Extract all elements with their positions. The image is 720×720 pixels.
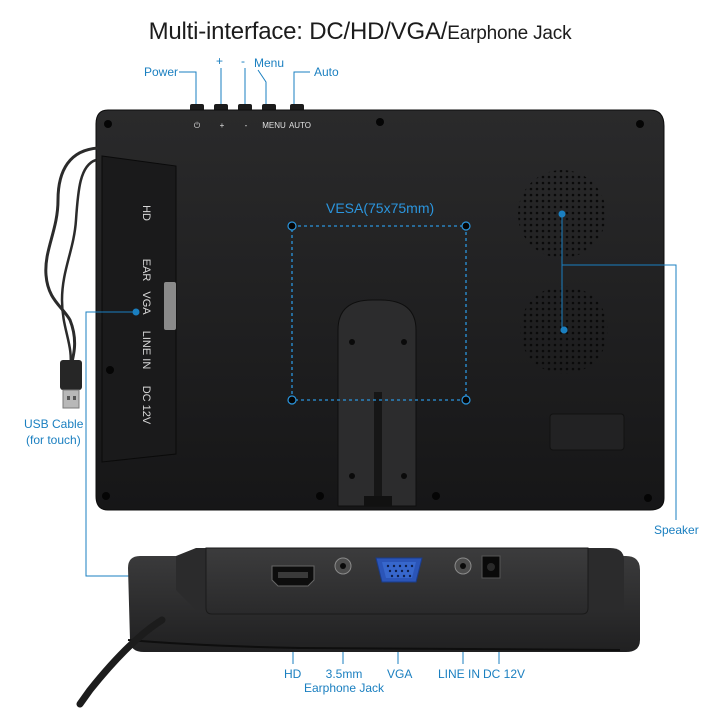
callout-vga: VGA <box>387 667 413 681</box>
usb-plug-icon <box>60 360 82 409</box>
plus-mark: + <box>220 121 225 130</box>
callout-earphone-line2: Earphone Jack <box>303 681 385 695</box>
callout-menu: Menu <box>254 56 285 70</box>
callout-power: Power <box>144 65 179 79</box>
hdmi-port-icon <box>271 565 315 587</box>
callout-usb-line1: USB Cable <box>24 417 84 431</box>
callout-speaker: Speaker <box>654 523 699 537</box>
menu-mark: MENU <box>262 121 286 130</box>
vga-side-port <box>164 282 176 330</box>
callout-usb-line2: (for touch) <box>26 433 81 447</box>
side-label-dc: DC 12V <box>140 386 152 425</box>
stand-slot <box>374 392 382 496</box>
audio-jack-icon <box>454 557 472 575</box>
power-icon: ⏻ <box>194 121 201 130</box>
dc-jack-icon <box>481 555 501 579</box>
port-closeup <box>76 547 640 708</box>
usb-cable <box>44 146 99 371</box>
power-cable <box>76 616 166 708</box>
side-label-ear: EAR <box>140 259 152 282</box>
vesa-outline <box>291 225 467 401</box>
callout-line-in: LINE IN <box>438 667 481 681</box>
side-label-line-in: LINE IN <box>140 331 152 370</box>
callout-hd: HD <box>284 667 302 681</box>
usb-cable-loop <box>60 158 97 371</box>
side-panel-labels: HD EAR VGA LINE IN DC 12V <box>140 205 152 425</box>
label-recess <box>549 413 625 451</box>
callout-vesa: VESA(75x75mm) <box>326 200 435 216</box>
side-label-vga: VGA <box>140 291 152 315</box>
title-suffix: Earphone Jack <box>447 23 572 44</box>
minus-mark: - <box>245 121 248 130</box>
side-label-hd: HD <box>140 205 152 221</box>
callout-auto: Auto <box>314 65 339 79</box>
side-panel <box>101 155 177 463</box>
page-title: Multi-interface: DC/HD/VGA/Earphone Jack <box>0 18 720 46</box>
stand-hinge <box>364 496 392 506</box>
audio-jack-icon <box>334 557 352 575</box>
callout-plus: + <box>216 54 224 68</box>
button-marks: ⏻ + - MENU AUTO <box>194 121 311 130</box>
callout-minus: - <box>241 54 245 68</box>
auto-mark: AUTO <box>289 121 311 130</box>
callout-earphone-line1: 3.5mm <box>325 667 363 681</box>
vga-port-icon <box>375 557 423 583</box>
title-main: Multi-interface: DC/HD/VGA/ <box>148 18 448 45</box>
vesa-holes <box>287 221 471 405</box>
callout-dc: DC 12V <box>483 667 526 681</box>
screws <box>102 118 652 502</box>
